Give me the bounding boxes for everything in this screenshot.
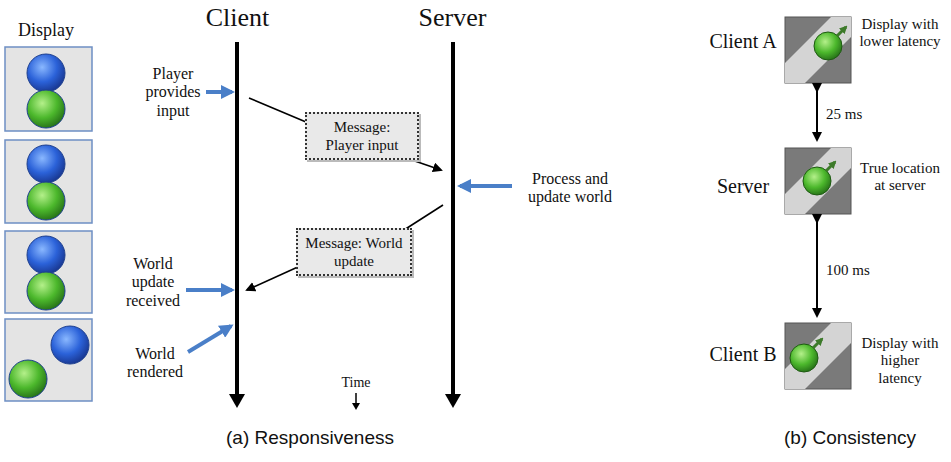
description-label: Display with higher latency [858, 335, 942, 387]
timeline-heading: Client [190, 3, 285, 33]
description-label: Display with lower latency [858, 16, 942, 51]
event-label: World rendered [122, 345, 188, 382]
axis-label: Time [330, 375, 382, 391]
latency-label: 25 ms [826, 106, 886, 123]
entity-label: Client A [706, 30, 780, 53]
event-label: Process and update world [512, 170, 628, 207]
entity-label: Server [706, 175, 780, 198]
message-box: Message: World update [296, 228, 412, 276]
event-label: World update received [120, 255, 186, 310]
latency-label: 100 ms [826, 262, 886, 279]
message-text: Message: Player input [313, 118, 411, 154]
column-heading: Display [6, 20, 86, 41]
subfigure-caption: (a) Responsiveness [200, 427, 420, 449]
description-label: True location at server [858, 160, 942, 195]
entity-label: Client B [706, 343, 780, 366]
event-label: Player provides input [140, 65, 206, 120]
message-text: Message: World update [304, 234, 404, 270]
timeline-heading: Server [405, 3, 500, 33]
subfigure-caption: (b) Consistency [760, 427, 940, 449]
message-box: Message: Player input [305, 112, 419, 160]
